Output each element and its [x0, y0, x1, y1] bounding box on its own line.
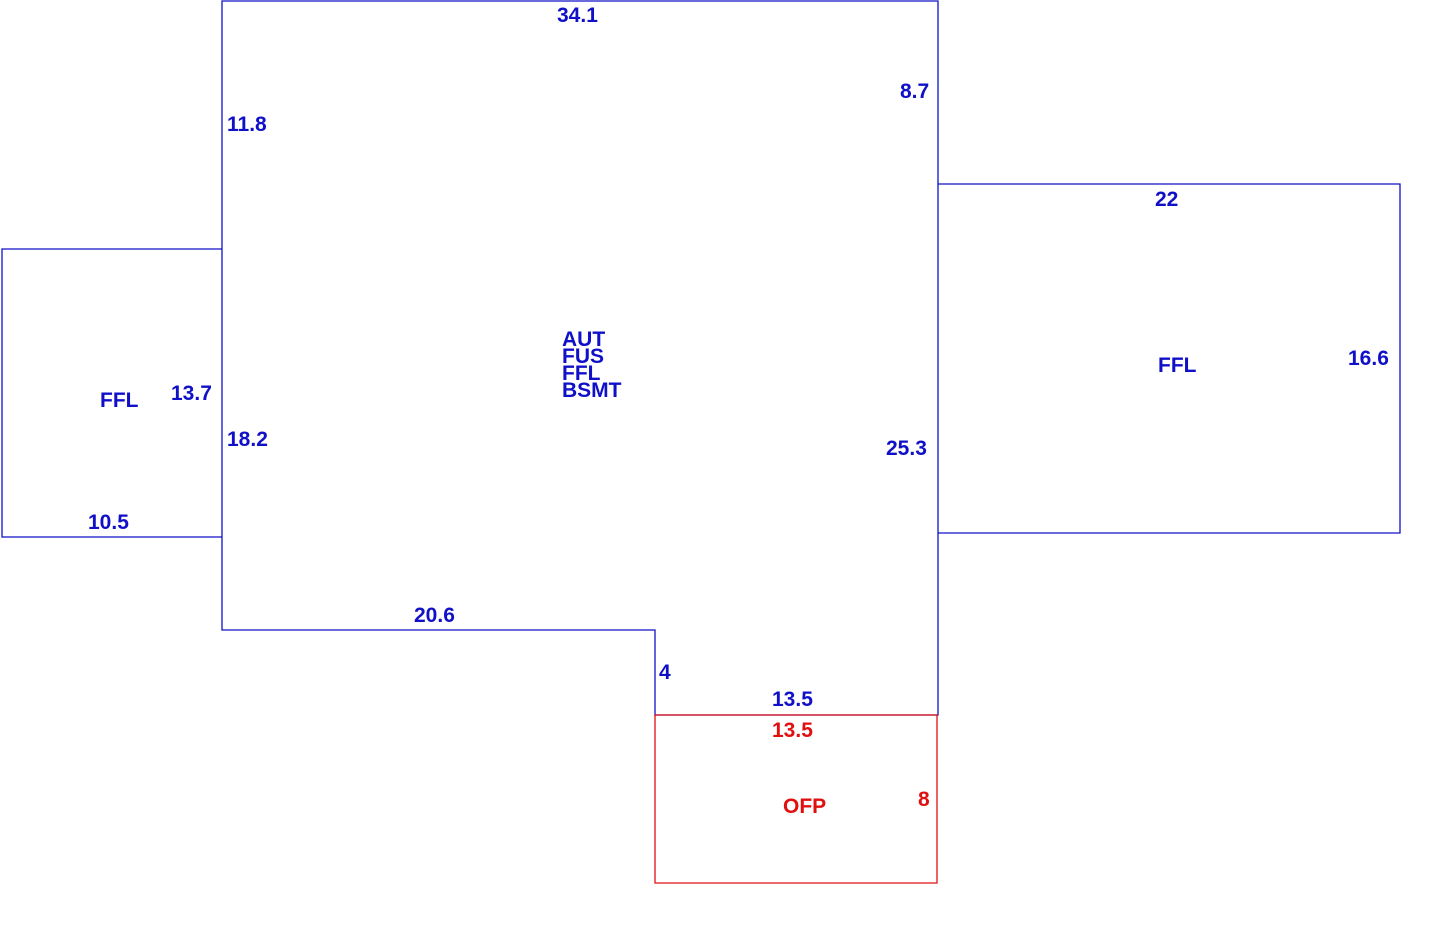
left-wing-label: FFL	[100, 389, 139, 412]
porch-label: OFP	[783, 795, 826, 818]
left-wing-height-dimension: 13.7	[171, 382, 212, 405]
main-left-lower-dimension: 18.2	[227, 428, 268, 451]
porch-outline	[654, 714, 938, 884]
main-bottom-left-dimension: 20.6	[414, 604, 455, 627]
right-wing-height-dimension: 16.6	[1348, 347, 1389, 370]
porch-width-dimension: 13.5	[772, 719, 813, 742]
main-left-upper-dimension: 11.8	[227, 113, 267, 136]
main-step-dimension: 4	[659, 661, 671, 684]
main-right-lower-dimension: 25.3	[886, 437, 927, 460]
main-bottom-right-dimension: 13.5	[772, 688, 813, 711]
main-top-dimension: 34.1	[557, 4, 598, 27]
main-code-fus: FUS	[562, 345, 604, 368]
right-wing-width-dimension: 22	[1155, 188, 1178, 211]
main-right-upper-dimension: 8.7	[900, 80, 929, 103]
main-code-ffl: FFL	[562, 362, 601, 385]
left-wing-width-dimension: 10.5	[88, 511, 129, 534]
porch-height-dimension: 8	[918, 788, 930, 811]
left-wing-outline	[1, 248, 222, 538]
right-wing-outline	[938, 183, 1401, 534]
right-wing-label: FFL	[1158, 354, 1197, 377]
main-code-aut: AUT	[562, 328, 605, 351]
main-code-bsmt: BSMT	[562, 379, 622, 402]
